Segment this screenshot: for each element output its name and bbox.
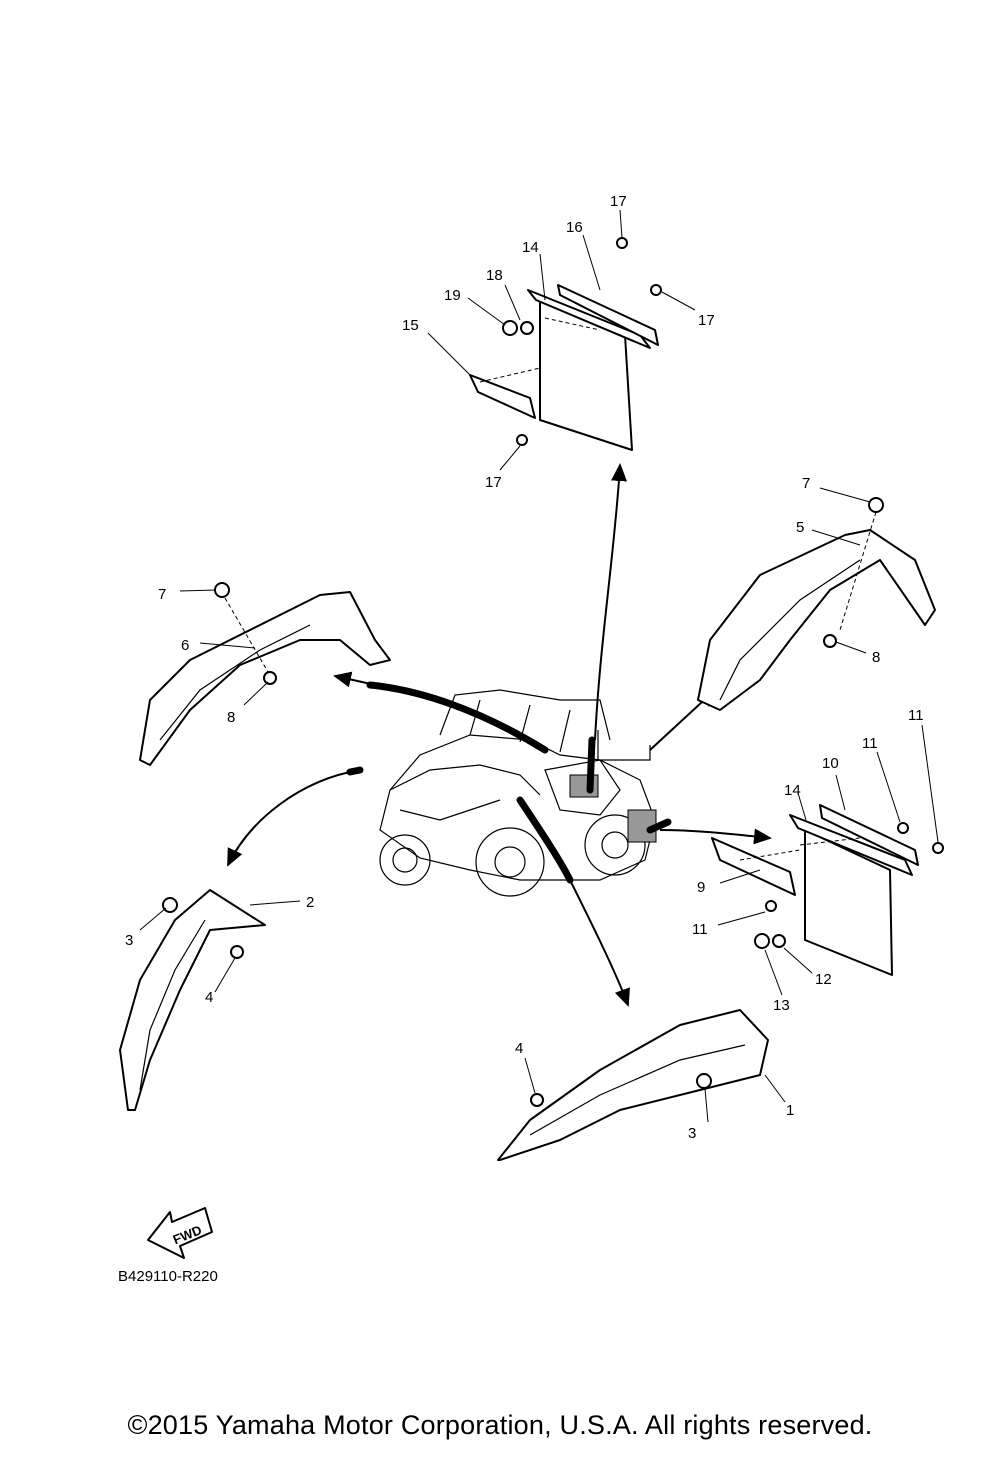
callout-9: 9 — [697, 879, 705, 896]
callout-1: 1 — [786, 1102, 794, 1119]
leader-lines — [139, 209, 939, 1123]
callout-14-top: 14 — [522, 239, 539, 256]
callout-7-right: 7 — [802, 475, 810, 492]
callout-19: 19 — [444, 287, 461, 304]
callout-6: 6 — [181, 637, 189, 654]
callout-10: 10 — [822, 755, 839, 772]
callout-18: 18 — [486, 267, 503, 284]
callout-3-right: 3 — [688, 1125, 696, 1142]
rear-right-fender — [697, 497, 936, 711]
copyright-notice: ©2015 Yamaha Motor Corporation, U.S.A. A… — [127, 1410, 873, 1440]
front-left-fender-upper — [139, 582, 391, 766]
callout-2: 2 — [306, 894, 314, 911]
callout-11-b: 11 — [908, 707, 924, 724]
rear-mud-flap-assembly-top — [469, 237, 662, 451]
rear-mud-flap-assembly-right — [711, 804, 944, 976]
callout-4-right: 4 — [515, 1040, 523, 1057]
callout-15: 15 — [402, 317, 419, 334]
callout-3-left: 3 — [125, 932, 133, 949]
front-right-fender-lower — [497, 1009, 769, 1161]
callout-12: 12 — [815, 971, 832, 988]
callout-4-left: 4 — [205, 989, 213, 1006]
callout-5: 5 — [796, 519, 804, 536]
callout-14-right: 14 — [784, 782, 801, 799]
callout-13: 13 — [773, 997, 790, 1014]
callout-17-right: 17 — [698, 312, 715, 329]
callout-17-bottom: 17 — [485, 474, 502, 491]
callout-11-a: 11 — [862, 735, 878, 752]
front-left-fender-lower — [119, 889, 266, 1111]
callout-8-left: 8 — [227, 709, 235, 726]
drawing-code: B429110-R220 — [118, 1268, 218, 1285]
callout-8-right: 8 — [872, 649, 880, 666]
assembly-arrows — [227, 463, 772, 1007]
utv-vehicle-illustration — [379, 689, 657, 897]
callout-labels: 17 16 14 18 19 15 17 17 7 5 8 7 6 8 2 3 … — [125, 193, 924, 1142]
callout-17-top: 17 — [610, 193, 627, 210]
forward-direction-badge: FWD — [147, 1207, 213, 1259]
callout-11-c: 11 — [692, 921, 708, 938]
callout-16: 16 — [566, 219, 583, 236]
callout-7-left: 7 — [158, 586, 166, 603]
